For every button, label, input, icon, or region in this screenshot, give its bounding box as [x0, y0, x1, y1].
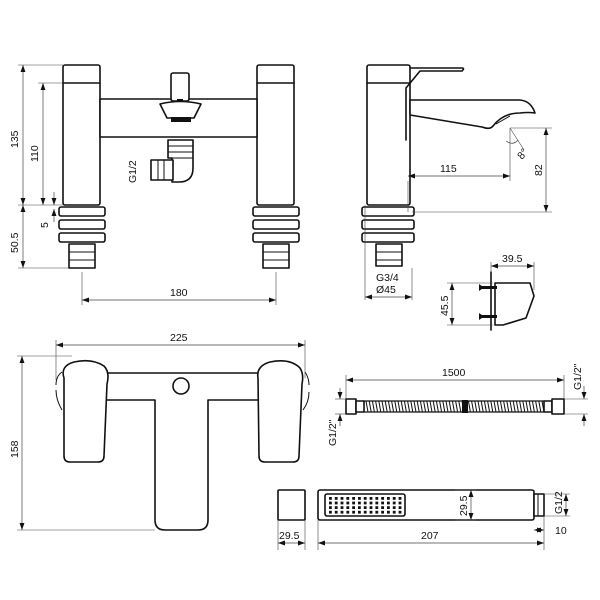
spray-nozzle: [398, 510, 402, 514]
spray-nozzle: [387, 501, 390, 505]
spray-nozzle: [375, 497, 379, 500]
dim-180: 180: [170, 287, 188, 299]
spray-nozzle: [375, 506, 379, 509]
dim-39-5: 39.5: [502, 253, 523, 265]
dim-82: 82: [533, 164, 545, 176]
spray-nozzle: [392, 510, 396, 514]
spray-nozzle: [346, 497, 350, 500]
handset-holder-view: 29.5 207 29.5 G1/2 10: [277, 489, 570, 550]
spray-nozzle: [346, 510, 350, 514]
wall-bracket-view: 39.5 45.5: [439, 253, 535, 331]
spray-nozzle: [381, 506, 384, 509]
spray-nozzle: [358, 506, 361, 509]
spray-nozzle: [363, 497, 367, 500]
spray-nozzle: [363, 501, 367, 505]
spray-nozzle: [363, 506, 367, 509]
front-view: G1/2 135 110: [9, 64, 300, 305]
spray-nozzle: [346, 501, 350, 505]
spray-nozzle: [375, 501, 379, 505]
spray-nozzle: [358, 497, 361, 500]
dim-225: 225: [170, 332, 188, 344]
dim-holder-29-5: 29.5: [279, 530, 300, 542]
right-base: [252, 206, 300, 269]
spray-nozzle: [329, 506, 332, 509]
spray-nozzle: [352, 510, 355, 514]
spray-nozzle: [329, 497, 332, 500]
dim-50-5: 50.5: [9, 232, 21, 253]
spray-nozzle: [358, 510, 361, 514]
side-thread-label: G3/4: [376, 272, 399, 284]
dim-115: 115: [440, 163, 457, 175]
spray-nozzle: [398, 501, 402, 505]
spray-nozzle: [334, 497, 338, 500]
spray-nozzle: [329, 510, 332, 514]
spray-nozzle: [352, 501, 355, 505]
spray-nozzle: [346, 506, 350, 509]
side-view: G3/4 115 82 8° Ø45: [361, 64, 552, 300]
outlet-thread-label: G1/2: [127, 160, 139, 183]
dim-110: 110: [29, 145, 41, 162]
hose-thread-left-label: G1/2": [327, 419, 339, 446]
spray-nozzle: [381, 497, 384, 500]
spray-nozzles: [329, 497, 402, 514]
spray-nozzle: [334, 510, 338, 514]
spray-nozzle: [387, 497, 390, 500]
dim-1500: 1500: [442, 367, 466, 379]
spray-nozzle: [358, 501, 361, 505]
hose-thread-right-label: G1/2": [572, 363, 584, 390]
spray-nozzle: [392, 497, 396, 500]
spray-nozzle: [381, 501, 384, 505]
dim-8-degree: 8°: [515, 147, 531, 162]
spray-nozzle: [352, 497, 355, 500]
spray-nozzle: [340, 497, 344, 500]
spray-nozzle: [352, 506, 355, 509]
spray-nozzle: [340, 510, 344, 514]
left-base: [58, 206, 106, 269]
spray-nozzle: [369, 510, 373, 514]
spray-nozzle: [387, 510, 390, 514]
shower-hose: 1500 G1/2" G1/2": [327, 363, 588, 446]
spray-nozzle: [340, 501, 344, 505]
spray-nozzle: [392, 506, 396, 509]
spray-nozzle: [369, 506, 373, 509]
dim-diameter-45: Ø45: [376, 284, 396, 296]
spray-nozzle: [387, 506, 390, 509]
dim-158: 158: [9, 440, 21, 458]
spray-nozzle: [334, 506, 338, 509]
spray-nozzle: [398, 506, 402, 509]
spray-nozzle: [369, 497, 373, 500]
handset-thread-label: G1/2: [553, 491, 565, 514]
spray-nozzle: [398, 497, 402, 500]
spray-nozzle: [340, 506, 344, 509]
dim-207: 207: [421, 530, 439, 542]
dim-45-5: 45.5: [439, 295, 451, 316]
spray-nozzle: [375, 510, 379, 514]
spray-nozzle: [334, 501, 338, 505]
dim-135: 135: [9, 130, 21, 148]
spray-nozzle: [329, 501, 332, 505]
top-view: 225 158: [9, 332, 310, 531]
dim-handset-end-10: 10: [555, 525, 567, 537]
dim-5: 5: [39, 222, 51, 228]
spray-nozzle: [363, 510, 367, 514]
spray-nozzle: [381, 510, 384, 514]
spray-nozzle: [369, 501, 373, 505]
spray-nozzle: [392, 501, 396, 505]
dim-handset-29-5: 29.5: [458, 495, 470, 516]
